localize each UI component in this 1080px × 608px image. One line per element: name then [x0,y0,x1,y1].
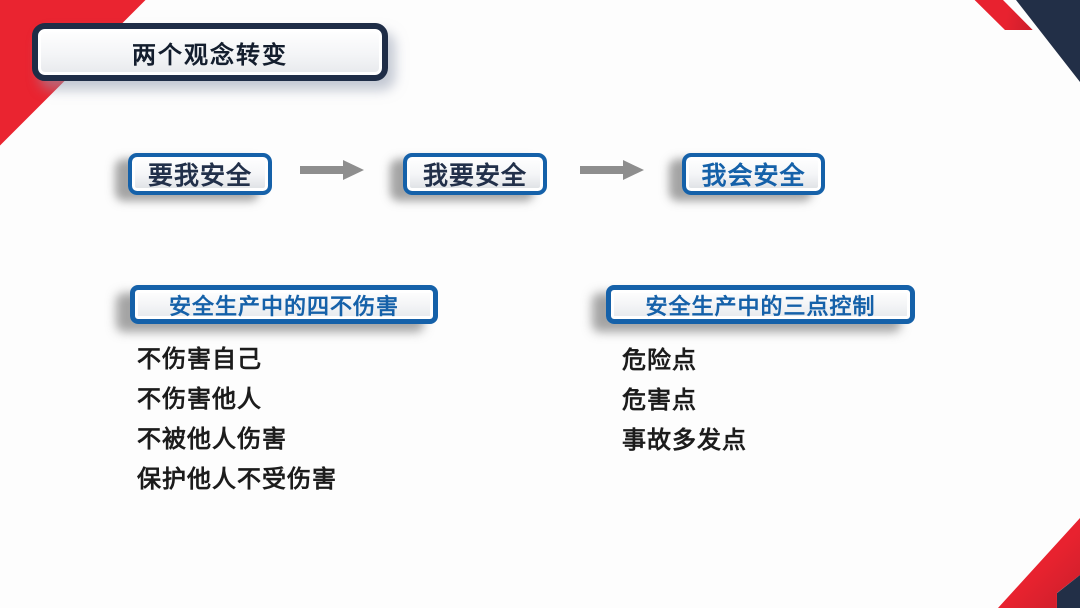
flow-box-can-safety: 我会安全 [682,153,825,195]
arrow-head [623,160,644,180]
list-item: 不被他人伤害 [137,426,287,453]
arrow-tail [580,166,623,174]
three-point-control-list: 危险点 危害点 事故多发点 [622,341,747,461]
list-item: 危害点 [622,387,697,414]
arrow-right-icon [580,160,644,180]
flow-box-label: 我要安全 [422,162,527,190]
list-item: 不伤害他人 [137,386,262,413]
list-item: 保护他人不受伤害 [137,466,337,493]
section-heading: 安全生产中的三点控制 [645,293,876,319]
flow-box-label: 要我安全 [147,162,252,190]
flow-box-demanded-safety: 要我安全 [128,153,272,195]
four-no-harms-list: 不伤害自己 不伤害他人 不被他人伤害 保护他人不受伤害 [137,340,337,500]
section-header-four-no-harms: 安全生产中的四不伤害 [130,285,438,324]
flow-box-label: 我会安全 [701,162,806,190]
arrow-head [343,160,364,180]
arrow-tail [300,166,343,174]
slide-title: 两个观念转变 [132,41,288,69]
flow-box-want-safety: 我要安全 [403,153,547,195]
section-heading: 安全生产中的四不伤害 [168,293,399,319]
arrow-right-icon [300,160,364,180]
list-item: 危险点 [622,347,697,374]
list-item: 不伤害自己 [137,346,262,373]
section-header-three-point-control: 安全生产中的三点控制 [606,285,915,324]
list-item: 事故多发点 [622,427,747,454]
slide-title-box: 两个观念转变 [32,23,388,81]
navy-triangle-corner-top-right [1016,0,1080,82]
